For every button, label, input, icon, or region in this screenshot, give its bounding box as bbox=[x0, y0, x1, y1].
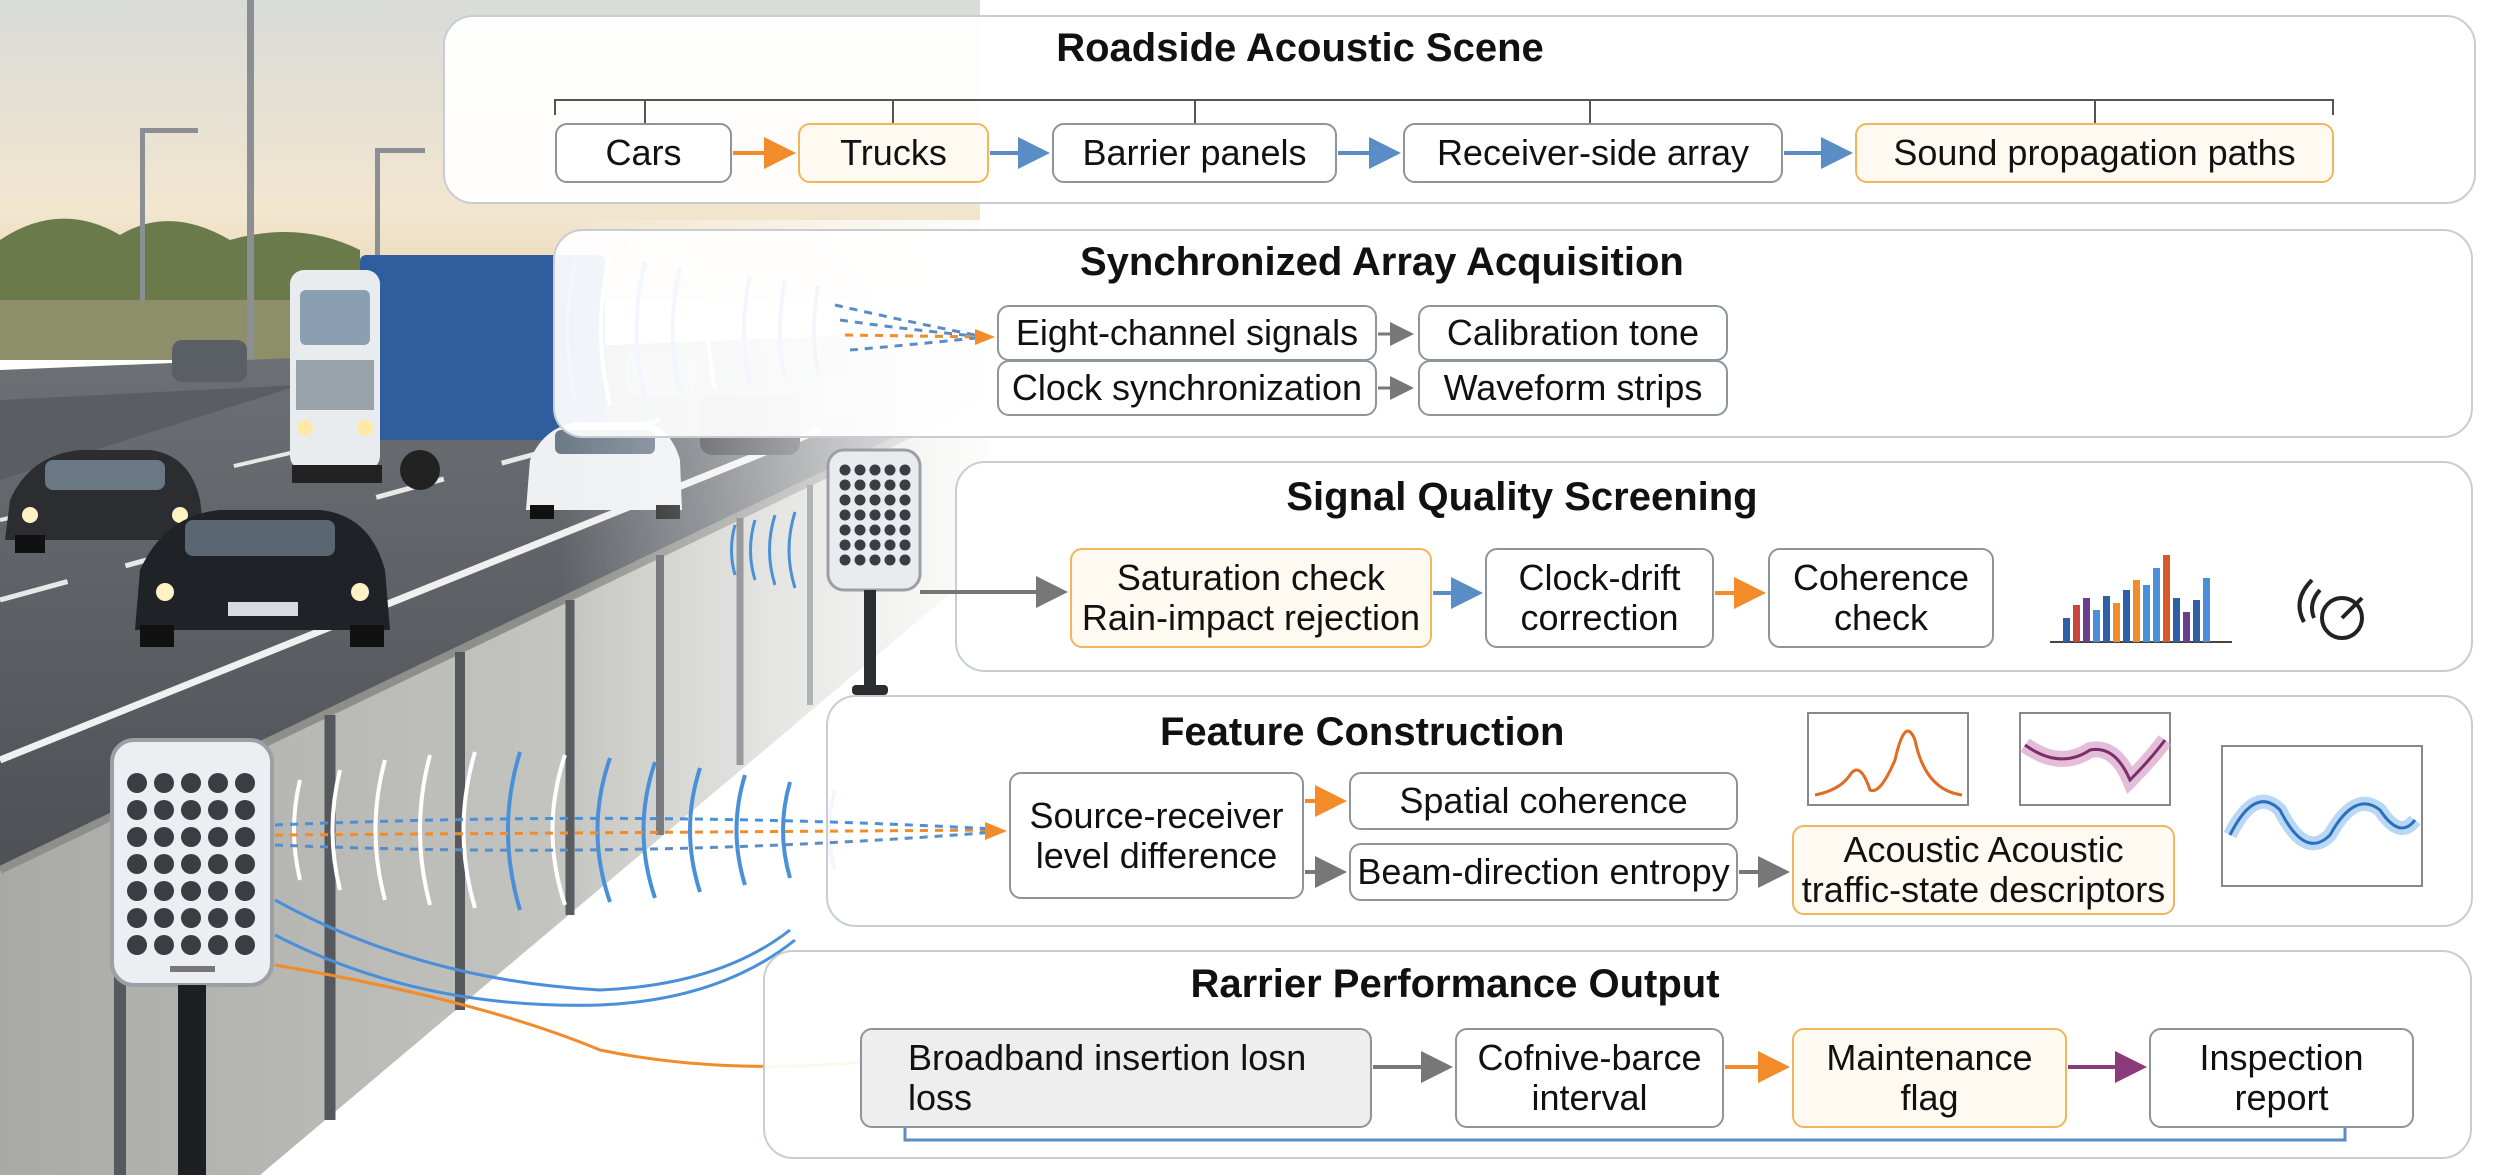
mic-hole bbox=[884, 464, 896, 476]
mic-hole bbox=[884, 494, 896, 506]
node-trucks: Trucks bbox=[798, 123, 989, 183]
node-clock-synchronization: Clock synchronization bbox=[997, 360, 1377, 416]
panel-title: Synchronized Array Acquisition bbox=[1080, 240, 1684, 284]
node-beam-direction-entropy: Beam-direction entropy bbox=[1349, 843, 1738, 901]
mic-hole bbox=[899, 494, 911, 506]
panel-title: Roadside Acoustic Scene bbox=[1056, 26, 1544, 70]
mic-hole bbox=[839, 524, 851, 536]
mic-hole bbox=[181, 935, 201, 955]
mic-hole bbox=[854, 509, 866, 521]
mic-hole bbox=[181, 773, 201, 793]
mic-hole bbox=[235, 881, 255, 901]
mic-hole bbox=[127, 773, 147, 793]
node-confidence-interval: Cofnive-barce interval bbox=[1455, 1028, 1724, 1128]
mic-hole bbox=[154, 881, 174, 901]
mic-hole bbox=[839, 464, 851, 476]
mic-hole bbox=[235, 935, 255, 955]
mic-hole bbox=[208, 908, 228, 928]
mic-hole bbox=[154, 854, 174, 874]
mic-hole bbox=[127, 881, 147, 901]
mic-hole bbox=[208, 800, 228, 820]
mic-hole bbox=[854, 479, 866, 491]
node-spatial-coherence: Spatial coherence bbox=[1349, 772, 1738, 830]
mic-hole bbox=[127, 854, 147, 874]
mic-hole bbox=[127, 800, 147, 820]
mic-hole bbox=[839, 539, 851, 551]
mic-hole bbox=[854, 464, 866, 476]
mic-hole bbox=[899, 509, 911, 521]
node-eight-channel-signals: Eight-channel signals bbox=[997, 305, 1377, 361]
mic-hole bbox=[181, 854, 201, 874]
mic-hole bbox=[208, 881, 228, 901]
mic-hole bbox=[208, 773, 228, 793]
node-clock-drift-correction: Clock-drift correction bbox=[1485, 548, 1714, 648]
mic-hole bbox=[181, 800, 201, 820]
mic-hole bbox=[839, 494, 851, 506]
light-poles bbox=[140, 0, 425, 410]
mic-hole bbox=[235, 800, 255, 820]
mic-hole bbox=[208, 854, 228, 874]
mic-hole bbox=[127, 908, 147, 928]
mic-hole bbox=[181, 827, 201, 847]
mic-hole bbox=[839, 554, 851, 566]
mic-hole bbox=[208, 935, 228, 955]
mic-hole bbox=[899, 479, 911, 491]
mic-hole bbox=[208, 827, 228, 847]
node-barrier-panels: Barrier panels bbox=[1052, 123, 1337, 183]
mic-hole bbox=[854, 524, 866, 536]
mic-hole bbox=[235, 854, 255, 874]
mic-hole bbox=[869, 479, 881, 491]
car-front bbox=[135, 510, 390, 647]
node-cars: Cars bbox=[555, 123, 732, 183]
mic-hole bbox=[235, 827, 255, 847]
mic-hole bbox=[181, 908, 201, 928]
mic-hole bbox=[869, 539, 881, 551]
mic-hole bbox=[181, 881, 201, 901]
mic-hole bbox=[869, 554, 881, 566]
node-calibration-tone: Calibration tone bbox=[1418, 305, 1728, 361]
mic-hole bbox=[899, 539, 911, 551]
mic-hole bbox=[884, 539, 896, 551]
mic-hole bbox=[154, 827, 174, 847]
mic-hole bbox=[235, 773, 255, 793]
panel-title: Feature Construction bbox=[1160, 710, 1565, 754]
panel-title: Rarrier Performance Output bbox=[1190, 962, 1720, 1006]
mic-hole bbox=[869, 494, 881, 506]
mic-hole bbox=[899, 554, 911, 566]
mic-hole bbox=[854, 554, 866, 566]
mic-hole bbox=[884, 509, 896, 521]
node-waveform-strips: Waveform strips bbox=[1418, 360, 1728, 416]
node-receiver-side-array: Receiver-side array bbox=[1403, 123, 1783, 183]
mic-hole bbox=[869, 509, 881, 521]
mic-hole bbox=[154, 773, 174, 793]
mic-hole bbox=[127, 827, 147, 847]
node-coherence-check: Coherence check bbox=[1768, 548, 1994, 648]
mic-hole bbox=[899, 464, 911, 476]
mic-hole bbox=[884, 554, 896, 566]
mic-hole bbox=[839, 509, 851, 521]
sound-waves-mid bbox=[730, 511, 797, 589]
node-broadband-insertion-loss: Broadband insertion losn loss bbox=[860, 1028, 1372, 1128]
mic-hole bbox=[884, 479, 896, 491]
mic-hole bbox=[869, 524, 881, 536]
node-acoustic-traffic-state-descriptors: Acoustic Acoustic traffic-state descript… bbox=[1792, 825, 2175, 915]
mic-hole bbox=[154, 800, 174, 820]
node-inspection-report: Inspection report bbox=[2149, 1028, 2414, 1128]
node-saturation-check: Saturation check Rain-impact rejection bbox=[1070, 548, 1432, 648]
mic-hole bbox=[884, 524, 896, 536]
mic-hole bbox=[854, 539, 866, 551]
mic-hole bbox=[127, 935, 147, 955]
mic-hole bbox=[869, 464, 881, 476]
mic-hole bbox=[899, 524, 911, 536]
panel-title: Signal Quality Screening bbox=[1286, 475, 1758, 519]
mic-hole bbox=[854, 494, 866, 506]
node-source-receiver-level-difference: Source-receiver level difference bbox=[1009, 772, 1304, 899]
mic-hole bbox=[154, 908, 174, 928]
node-sound-propagation-paths: Sound propagation paths bbox=[1855, 123, 2334, 183]
mic-hole bbox=[154, 935, 174, 955]
node-maintenance-flag: Maintenance flag bbox=[1792, 1028, 2067, 1128]
mic-hole bbox=[839, 479, 851, 491]
mic-hole bbox=[235, 908, 255, 928]
